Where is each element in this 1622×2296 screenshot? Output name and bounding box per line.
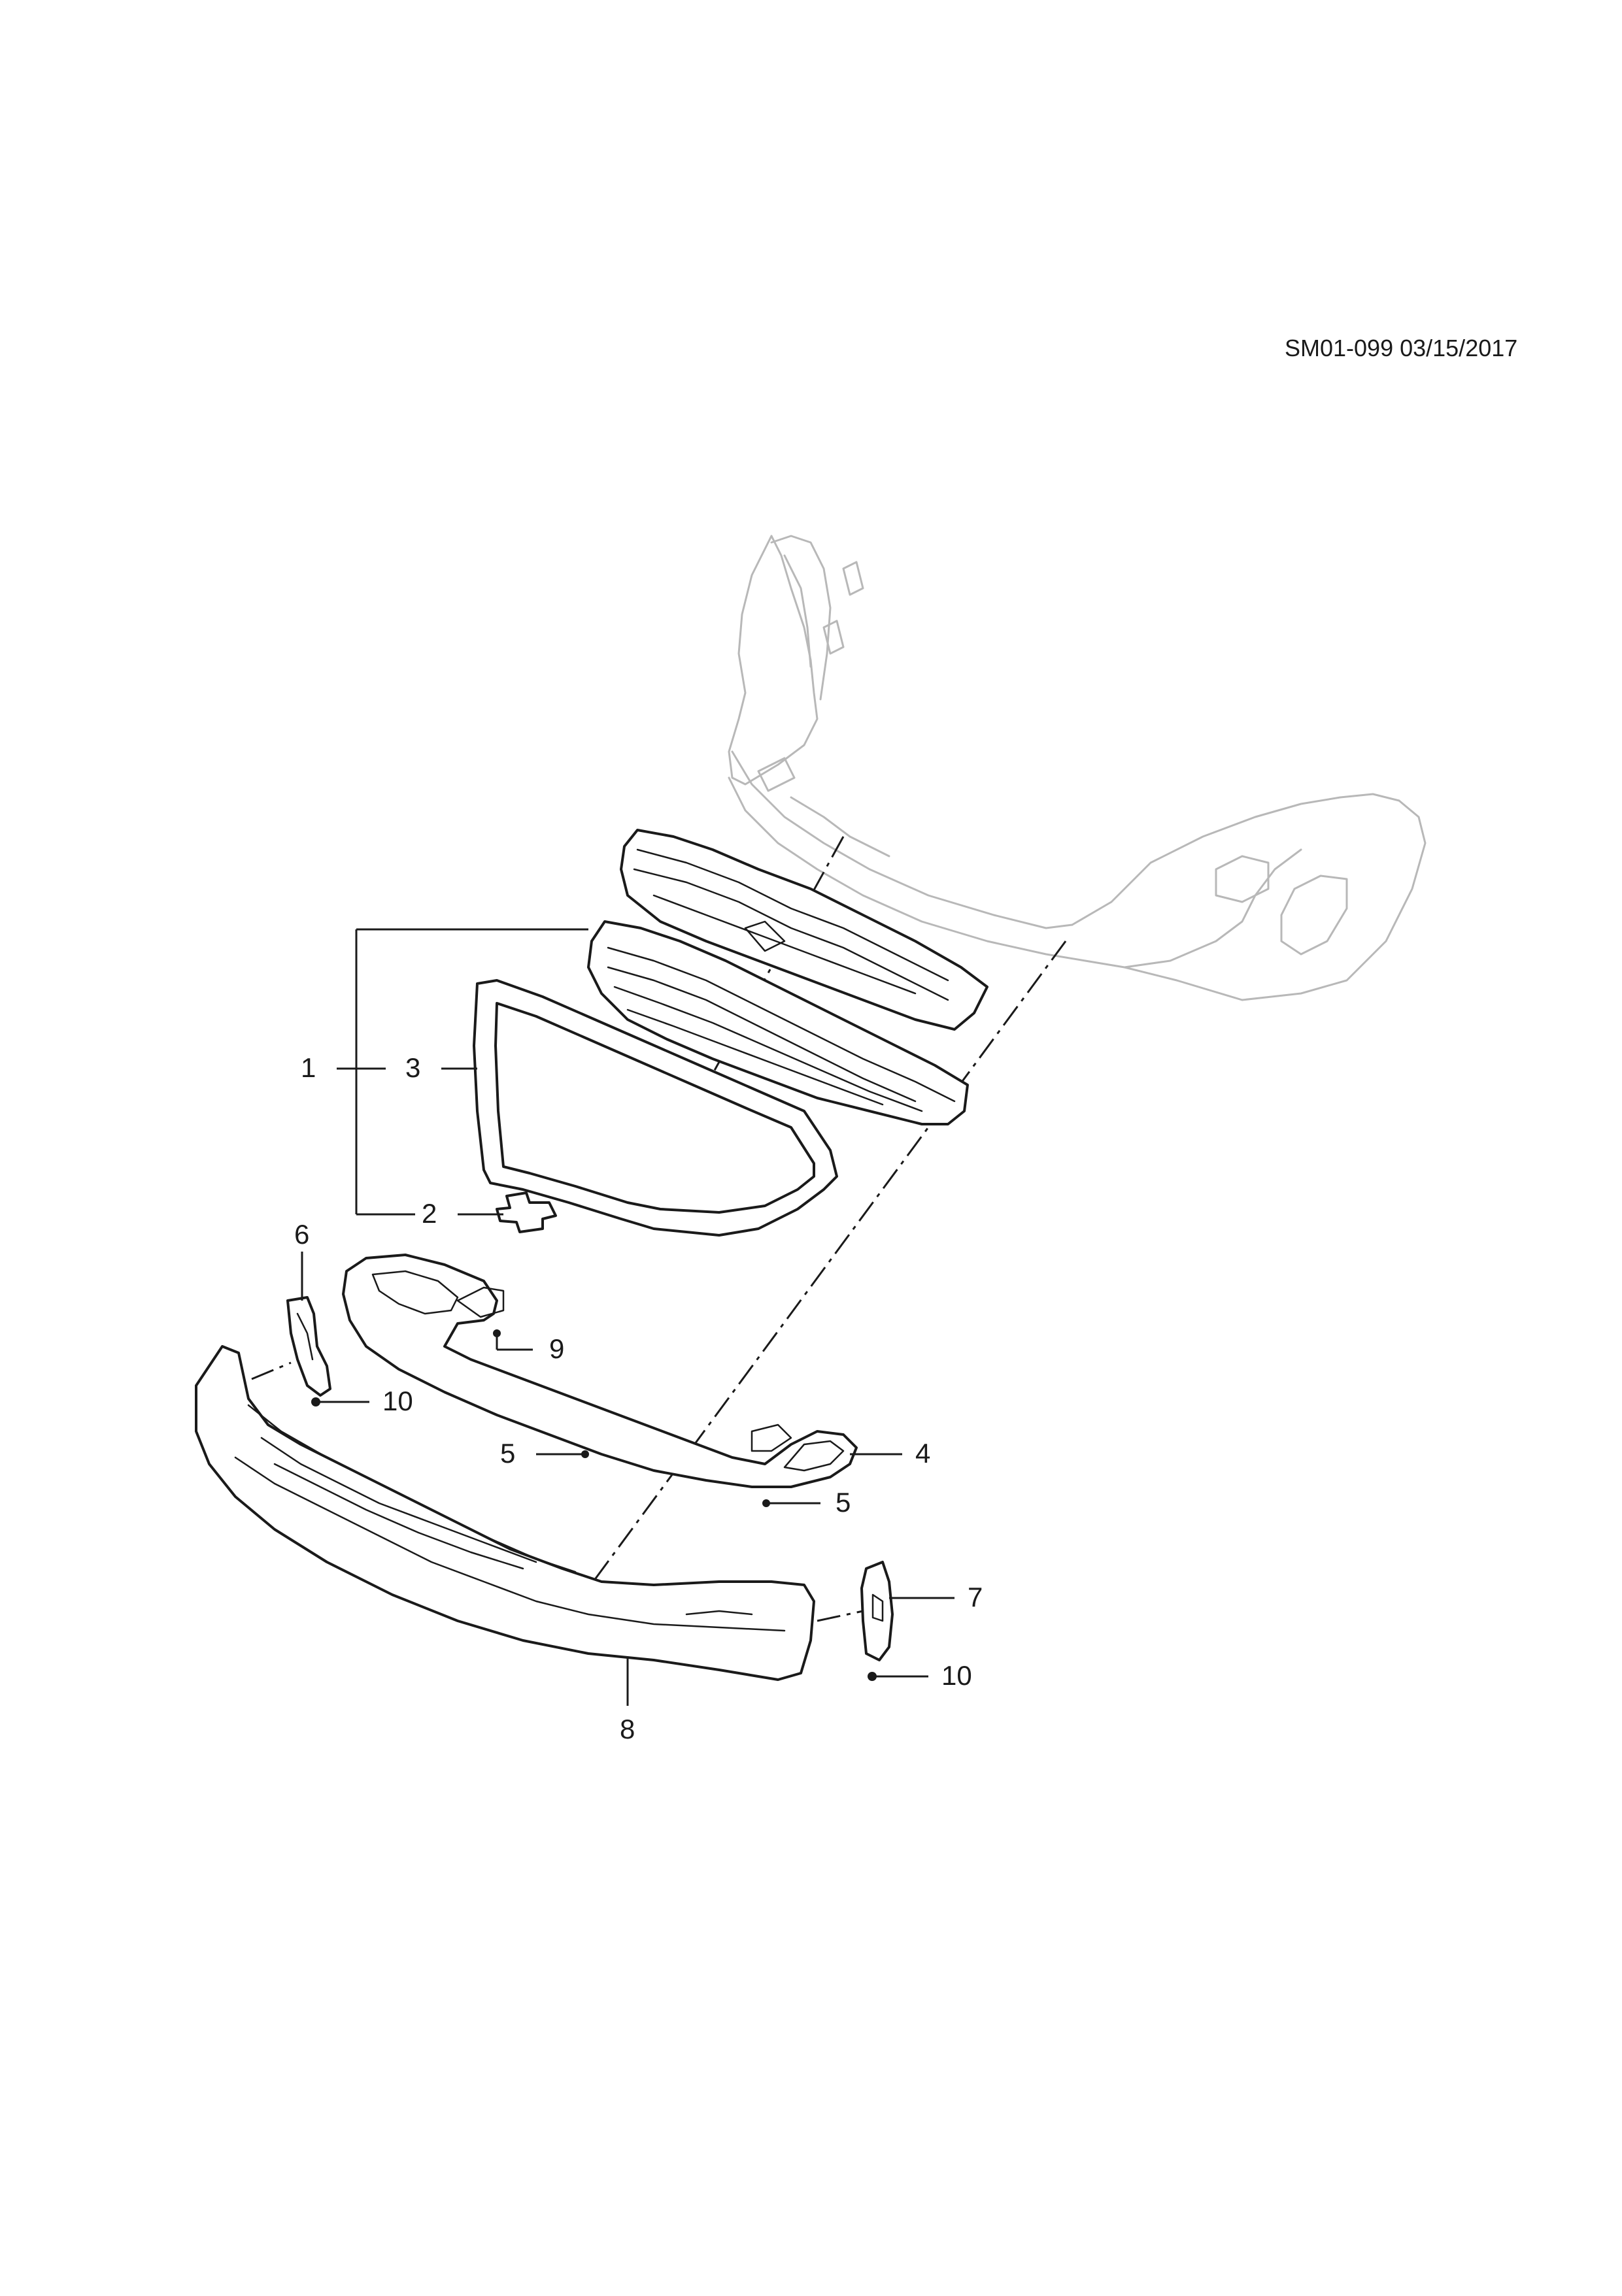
screw-part-5-left — [581, 1450, 589, 1458]
callout-7: 7 — [968, 1582, 983, 1612]
callout-4: 4 — [915, 1438, 931, 1469]
callout-9: 9 — [549, 1333, 565, 1364]
nut-part-10-lower — [868, 1672, 877, 1681]
callout-6: 6 — [294, 1219, 310, 1250]
screw-part-5-right — [762, 1499, 770, 1507]
callout-8: 8 — [620, 1714, 635, 1744]
callout-3: 3 — [405, 1052, 421, 1083]
nut-part-10-upper — [311, 1397, 320, 1406]
callout-2: 2 — [422, 1198, 437, 1229]
fasteners — [311, 1329, 877, 1681]
callout-1: 1 — [301, 1052, 316, 1083]
document-id-date: SM01-099 03/15/2017 — [1285, 335, 1518, 361]
callout-5-right: 5 — [836, 1487, 851, 1518]
right-bracket-part-7 — [860, 1561, 894, 1661]
lower-support-part-4 — [342, 1254, 858, 1488]
callout-5-left: 5 — [500, 1438, 516, 1469]
callout-10-lower: 10 — [941, 1660, 972, 1691]
left-bracket-part-6 — [286, 1296, 331, 1397]
main-grille — [587, 920, 969, 1125]
callout-10-upper: 10 — [382, 1386, 413, 1416]
screw-part-9 — [493, 1329, 501, 1337]
upper-grille-frame — [620, 829, 988, 1031]
lower-fascia-part-8 — [195, 1345, 815, 1681]
grille-surround — [473, 979, 838, 1237]
front-fascia-ghost — [728, 535, 1427, 1001]
bowtie-emblem-part-2 — [496, 1191, 557, 1233]
leader-lines — [251, 928, 955, 1706]
